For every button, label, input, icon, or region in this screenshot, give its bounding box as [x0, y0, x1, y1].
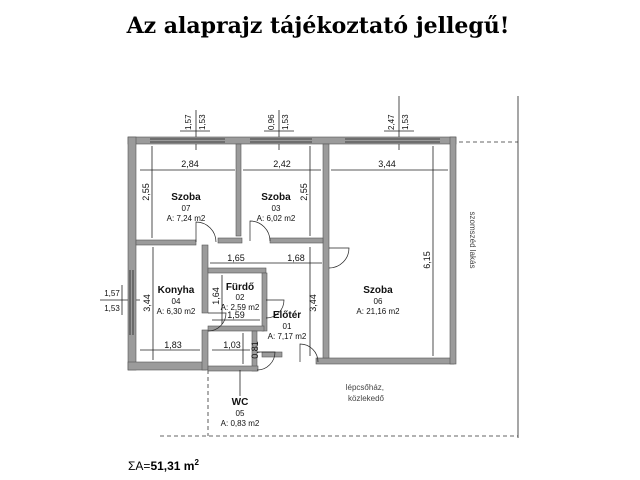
- dim-wwc: 1,03: [223, 340, 241, 350]
- top-dim-c1: 2,47: [387, 114, 396, 130]
- top-dim-b2: 1,53: [281, 114, 290, 130]
- dim-hall2: 1,68: [287, 253, 305, 263]
- top-dim-a2: 1,53: [198, 114, 207, 130]
- room-name: Konyha: [158, 285, 195, 296]
- room-number: 03: [272, 204, 281, 213]
- room-eloter-01: Előtér 01 A: 7,17 m2: [268, 310, 307, 341]
- room-area: A: 7,24 m2: [167, 214, 206, 223]
- room-wc-05: WC 05 A: 0,83 m2: [221, 397, 260, 428]
- room-name: WC: [232, 397, 249, 408]
- room-number: 07: [182, 204, 191, 213]
- total-area-value: 51,31 m: [150, 459, 194, 473]
- stairs-note: lépcsőház, közlekedő: [346, 383, 386, 403]
- dim-hwc: 0,81: [250, 341, 260, 359]
- top-dim-c2: 1,53: [401, 114, 410, 130]
- room-area: A: 6,30 m2: [157, 307, 196, 316]
- stairs-note-line1: lépcsőház,: [346, 383, 384, 392]
- room-name: Szoba: [171, 192, 201, 203]
- room-area: A: 21,16 m2: [356, 307, 400, 316]
- dim-w07: 2,84: [181, 159, 199, 169]
- room-name: Szoba: [363, 285, 393, 296]
- room-area: A: 7,17 m2: [268, 332, 307, 341]
- top-dim-b1: 0,96: [267, 114, 276, 130]
- total-area-sup: 2: [194, 458, 199, 467]
- total-area: ΣA=51,31 m2: [128, 458, 199, 473]
- room-number: 01: [283, 322, 292, 331]
- left-dim-d1: 1,57: [104, 289, 120, 298]
- room-szoba-03: Szoba 03 A: 6,02 m2: [257, 192, 296, 223]
- left-dim-d2: 1,53: [104, 304, 120, 313]
- dim-w03: 2,42: [273, 159, 291, 169]
- dim-w02: 1,59: [227, 310, 245, 320]
- page-title: Az alaprajz tájékoztató jellegű!: [126, 13, 510, 39]
- top-dim-a1: 1,57: [184, 114, 193, 130]
- dim-h02: 1,64: [211, 287, 221, 305]
- dim-h07: 2,55: [141, 183, 151, 201]
- room-number: 04: [172, 297, 181, 306]
- total-area-prefix: ΣA=: [128, 459, 150, 473]
- dim-h03: 2,55: [299, 183, 309, 201]
- room-szoba-07: Szoba 07 A: 7,24 m2: [167, 192, 206, 223]
- room-area: A: 6,02 m2: [257, 214, 296, 223]
- room-konyha-04: Konyha 04 A: 6,30 m2: [157, 285, 196, 316]
- dim-w04: 1,83: [164, 340, 182, 350]
- room-szoba-06: Szoba 06 A: 21,16 m2: [356, 285, 400, 316]
- dim-h04: 3,44: [142, 294, 152, 312]
- dim-hall1: 1,65: [227, 253, 245, 263]
- room-name: Előtér: [273, 310, 301, 321]
- interior-dimension-lines: [140, 146, 448, 364]
- room-number: 05: [236, 409, 245, 418]
- neighbor-note: szomszéd lakás: [468, 212, 477, 269]
- dim-h01: 3,44: [308, 294, 318, 312]
- doors: [195, 220, 350, 371]
- stairs-note-line2: közlekedő: [348, 394, 385, 403]
- windows: [129, 138, 440, 335]
- dim-w06: 3,44: [378, 159, 396, 169]
- room-number: 06: [374, 297, 383, 306]
- room-name: Fürdő: [226, 282, 254, 293]
- walls: [127, 136, 457, 372]
- room-furdo-02: Fürdő 02 A: 2,59 m2: [221, 282, 260, 312]
- dim-h06: 6,15: [422, 251, 432, 269]
- room-area: A: 2,59 m2: [221, 303, 260, 312]
- room-number: 02: [236, 293, 245, 302]
- room-name: Szoba: [261, 192, 291, 203]
- neighbor-boundary: [160, 96, 519, 438]
- room-area: A: 0,83 m2: [221, 419, 260, 428]
